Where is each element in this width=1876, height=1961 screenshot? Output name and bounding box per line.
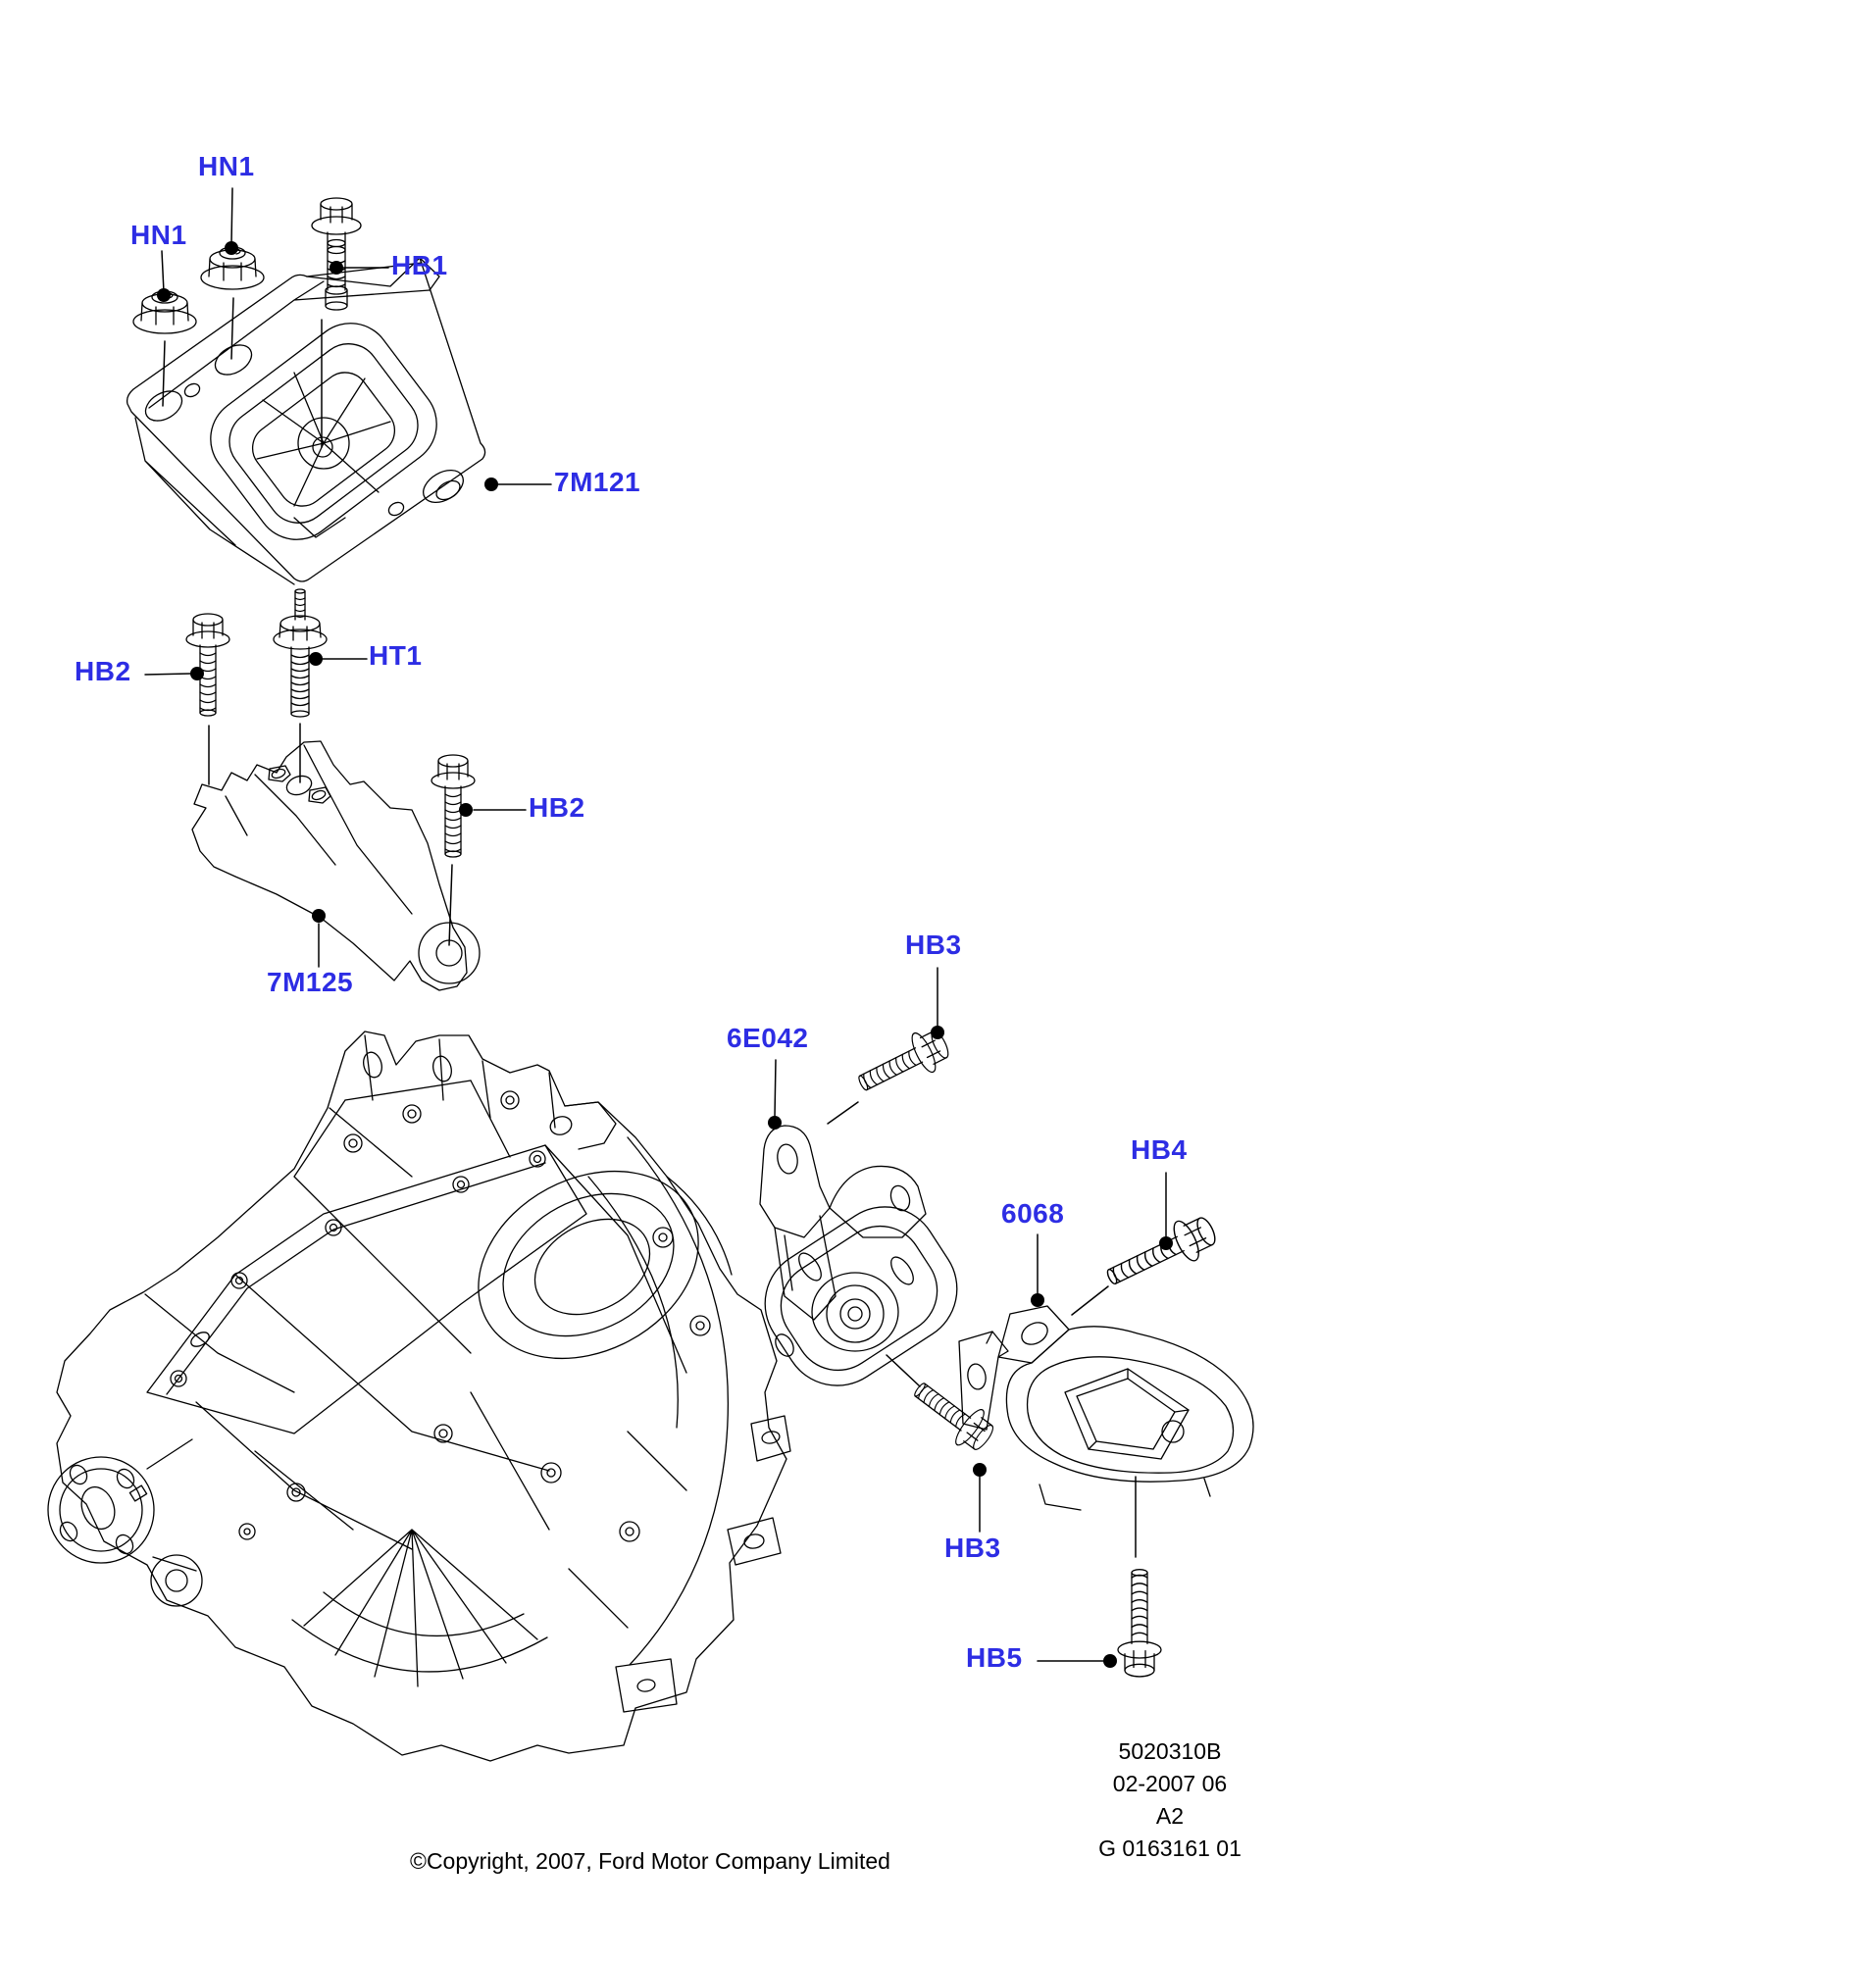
part-6e042-bracket-drawing bbox=[759, 1125, 958, 1386]
part-6068-mount-drawing bbox=[958, 1305, 1254, 1511]
fastener-hb1-bolt-drawing bbox=[311, 197, 362, 311]
callout-hb2-left[interactable]: HB2 bbox=[75, 656, 131, 686]
callout-ht1[interactable]: HT1 bbox=[369, 640, 423, 671]
callout-hb4[interactable]: HB4 bbox=[1131, 1134, 1188, 1165]
callout-7m125[interactable]: 7M125 bbox=[267, 967, 354, 997]
fastener-hb3-lower-bolt-drawing bbox=[904, 1370, 1001, 1459]
drawing-sheet-code: A2 bbox=[1155, 1803, 1185, 1829]
callout-hn1-left[interactable]: HN1 bbox=[130, 220, 187, 250]
callout-hn1-top[interactable]: HN1 bbox=[198, 151, 255, 181]
callout-leader-lines bbox=[144, 187, 1173, 1668]
part-7m121-mount-plate-drawing bbox=[126, 257, 486, 585]
drawing-date-code: 02-2007 06 bbox=[1112, 1771, 1228, 1796]
callout-hb1[interactable]: HB1 bbox=[391, 250, 448, 280]
callout-6e042[interactable]: 6E042 bbox=[727, 1023, 809, 1053]
fastener-hb4-bolt-drawing bbox=[1098, 1208, 1223, 1299]
callout-hb3-lower[interactable]: HB3 bbox=[944, 1533, 1001, 1563]
drawing-number: G 0163161 01 bbox=[1098, 1835, 1242, 1861]
part-7m125-bracket-drawing bbox=[191, 740, 481, 991]
transmission-housing-drawing bbox=[47, 1031, 791, 1762]
callout-hb2-right[interactable]: HB2 bbox=[529, 792, 585, 823]
callout-6068[interactable]: 6068 bbox=[1001, 1198, 1065, 1229]
copyright-notice: ©Copyright, 2007, Ford Motor Company Lim… bbox=[410, 1848, 890, 1874]
drawing-catalog-code: 5020310B bbox=[1118, 1738, 1222, 1764]
callout-hb3-upper[interactable]: HB3 bbox=[905, 930, 962, 960]
callout-hb5[interactable]: HB5 bbox=[966, 1642, 1023, 1673]
fastener-ht1-stud-drawing bbox=[273, 588, 328, 718]
drawing-info-block: 5020310B 02-2007 06 A2 G 0163161 01 bbox=[1018, 1735, 1322, 1865]
fastener-hb2-left-drawing bbox=[185, 613, 230, 717]
fastener-hb5-bolt-drawing bbox=[1117, 1569, 1162, 1678]
callout-7m121[interactable]: 7M121 bbox=[554, 467, 641, 497]
